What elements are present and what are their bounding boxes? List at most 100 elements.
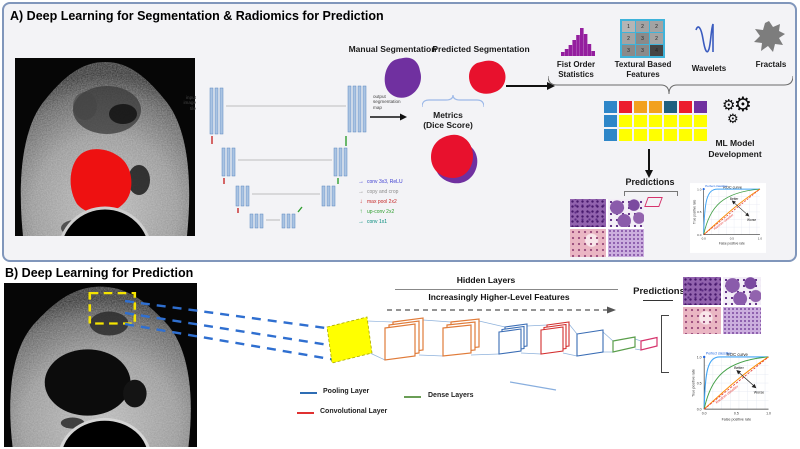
heatmap-cell — [664, 129, 677, 141]
svg-text:0.0: 0.0 — [697, 233, 702, 237]
svg-text:0.5: 0.5 — [697, 381, 702, 385]
heatmap-cell — [634, 129, 647, 141]
output-layer — [640, 336, 658, 351]
metrics-label: Metrics (Dice Score) — [423, 110, 473, 130]
panel-b-title: B) Deep Learning for Prediction — [5, 266, 194, 280]
textural-cell: 3 — [636, 33, 649, 44]
svg-text:1.0: 1.0 — [766, 411, 771, 415]
upconv-arrow-icon: ↑ — [359, 209, 363, 215]
roc-plot-b: ROC curve Perfect classifier Better Wors… — [688, 350, 776, 430]
pooling-layer — [576, 329, 604, 357]
conv1x1-arrow-icon: → — [358, 219, 364, 225]
svg-text:False positive rate: False positive rate — [722, 417, 752, 421]
svg-text:0.5: 0.5 — [730, 236, 735, 240]
predictions-brace — [624, 191, 678, 196]
predictions-underline — [643, 300, 673, 301]
heatmap-cell — [619, 101, 632, 113]
roc-title: ROC curve — [723, 185, 742, 189]
metrics-brace — [422, 95, 484, 108]
svg-text:0.0: 0.0 — [702, 411, 707, 415]
input-patch — [326, 316, 373, 364]
legend-item-conv1x1: →conv 1x1 — [358, 219, 388, 225]
histology-tile — [608, 229, 644, 257]
textural-cell: 3 — [636, 45, 649, 56]
heatmap-cell — [649, 101, 662, 113]
panel-a-title: A) Deep Learning for Segmentation & Radi… — [10, 9, 384, 23]
textural-cell: 3 — [622, 45, 635, 56]
conv-stack-1 — [384, 317, 424, 361]
histology-tile — [723, 306, 761, 334]
heatmap-cell — [649, 129, 662, 141]
histology-tile — [723, 277, 761, 305]
legend-item-copy-crop: →copy and crop — [358, 189, 399, 195]
svg-text:Perfect classifier: Perfect classifier — [706, 351, 732, 355]
histology-tile — [608, 199, 644, 227]
svg-text:0.0: 0.0 — [702, 236, 707, 240]
heatmap-cell — [679, 115, 692, 127]
svg-text:True positive rate: True positive rate — [692, 199, 696, 224]
heatmap-cell — [679, 101, 692, 113]
heatmap-cell — [619, 129, 632, 141]
histology-grid-a — [570, 199, 644, 257]
conv-stack-3 — [540, 321, 570, 355]
hidden-layers-rule — [395, 289, 618, 290]
svg-text:False positive rate: False positive rate — [719, 242, 745, 246]
legend-item-conv3x3: →conv 3x3, ReLU — [358, 179, 403, 185]
svg-text:Worse: Worse — [754, 390, 764, 394]
outputs-bracket — [661, 315, 669, 373]
anechoic-cavity — [44, 349, 131, 416]
radiomics-heatmap — [604, 101, 707, 141]
svg-text:Worse: Worse — [747, 218, 756, 222]
tumor-segmentation-overlay — [70, 149, 132, 214]
svg-text:1.0: 1.0 — [697, 355, 702, 359]
dense-layers-label: Dense Layers — [428, 392, 474, 399]
svg-text:1.0: 1.0 — [758, 236, 763, 240]
textural-cell: 2 — [650, 21, 663, 32]
convolutional-layer-line-icon — [297, 412, 314, 414]
heatmap-cell — [619, 115, 632, 127]
higher-level-features-label: Increasingly Higher-Level Features — [428, 292, 570, 302]
gear-icon: ⚙ — [727, 112, 739, 127]
predictions-a-label: Predictions — [625, 177, 675, 187]
predicted-segmentation-blob — [469, 60, 506, 94]
ultrasound-image-segmented — [15, 58, 195, 236]
dense-layer — [612, 336, 636, 353]
maxpool-arrow-icon: ↓ — [359, 199, 363, 205]
predicted-segmentation-label: Predicted Segmentation — [432, 44, 530, 54]
convolutional-layer-label: Convolutional Layer — [320, 408, 388, 415]
svg-text:True positive rate: True positive rate — [692, 369, 696, 397]
heatmap-cell — [634, 101, 647, 113]
features-flow-arrow — [506, 82, 555, 90]
heatmap-cell — [634, 115, 647, 127]
svg-text:0.5: 0.5 — [697, 210, 702, 214]
textural-cell: 2 — [636, 21, 649, 32]
manual-segmentation-label: Manual Segmentation — [348, 44, 437, 54]
legend-item-maxpool: ↓max pool 2x2 — [357, 197, 427, 207]
probe-shadow — [61, 206, 149, 236]
histology-grid-b — [683, 277, 761, 334]
svg-text:1.0: 1.0 — [697, 187, 702, 191]
fractals-label: Fractals — [755, 60, 787, 69]
histology-tile — [570, 199, 606, 227]
textural-cell: 2 — [650, 33, 663, 44]
gear-icon: ⚙ — [734, 92, 752, 116]
legend-item-upconv: ↑up-conv 2x2 — [357, 207, 427, 217]
roc-perfect-label: Perfect classifier — [705, 184, 727, 188]
svg-text:0.5: 0.5 — [734, 411, 739, 415]
stray-pooling-line — [510, 381, 557, 391]
gear-icon: ⚙ — [722, 96, 736, 114]
ml-model-label: ML Model Development — [708, 138, 762, 159]
heatmap-cell — [604, 101, 617, 113]
pooling-stack — [498, 323, 528, 355]
unet-legend: →conv 3x3, ReLU →copy and crop ↓max pool… — [357, 177, 427, 227]
pooling-layer-line-icon — [300, 392, 317, 394]
copy-crop-arrow-icon: → — [358, 189, 364, 195]
svg-text:ROC curve: ROC curve — [727, 352, 749, 357]
roi-projection-lines — [124, 299, 337, 362]
first-order-statistics-label: Fist Order Statistics — [556, 60, 596, 79]
cnn-layers-diagram — [326, 316, 658, 364]
unet-output-label: output segmentation map — [373, 94, 401, 110]
histogram-icon — [561, 28, 595, 56]
